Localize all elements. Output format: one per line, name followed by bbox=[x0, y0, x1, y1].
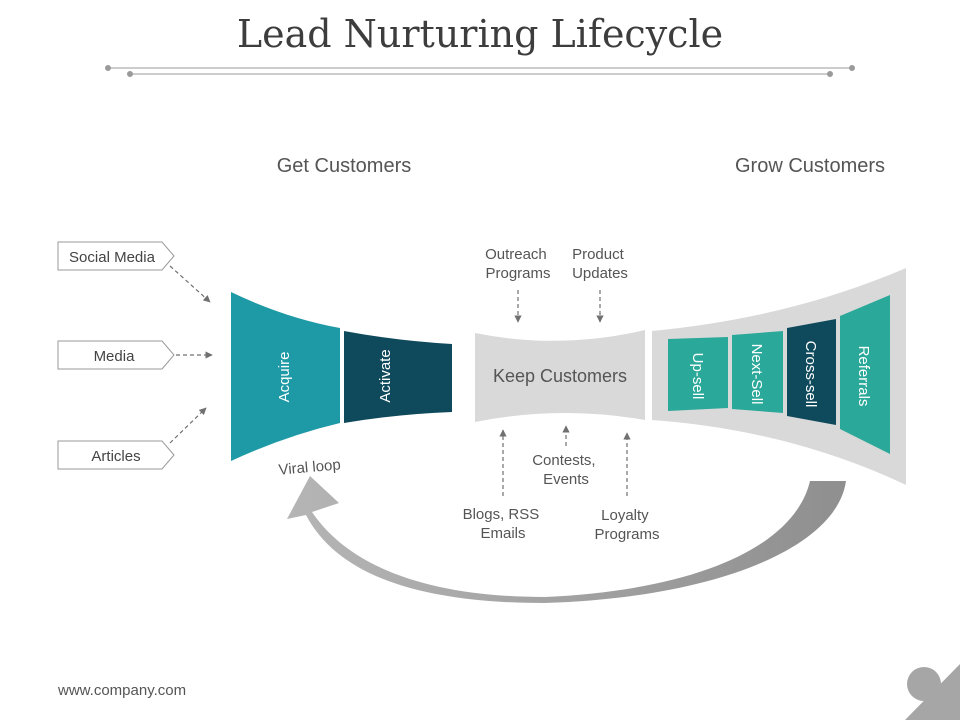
source-arrows bbox=[169, 265, 213, 444]
acquire-label: Acquire bbox=[276, 352, 293, 403]
outreach-programs-label: Outreach Programs bbox=[485, 246, 551, 282]
loyalty-line-2: Programs bbox=[594, 526, 659, 543]
referrals-label: Referrals bbox=[855, 346, 872, 407]
crosssell-label: Cross-sell bbox=[802, 341, 819, 408]
source-label: Articles bbox=[91, 448, 140, 465]
viral-loop-label: Viral loop bbox=[278, 456, 342, 478]
blogs-rss-emails-label: Blogs, RSS Emails bbox=[463, 506, 544, 542]
loyalty-programs-label: Loyalty Programs bbox=[594, 507, 659, 543]
blogs-line-1: Blogs, RSS bbox=[463, 506, 540, 523]
contests-line-2: Events bbox=[543, 471, 589, 488]
footer-url: www.company.com bbox=[58, 682, 187, 699]
source-media: Media bbox=[57, 340, 175, 370]
activate-label: Activate bbox=[377, 349, 394, 402]
arrow-social-media bbox=[169, 265, 211, 303]
upsell-label: Up-sell bbox=[689, 353, 706, 400]
product-updates-line-1: Product bbox=[572, 246, 625, 263]
grow-customers-heading: Grow Customers bbox=[735, 155, 885, 177]
nextsell-segment bbox=[732, 331, 783, 413]
activate-segment bbox=[344, 331, 452, 423]
upsell-segment bbox=[668, 337, 728, 411]
contests-events-label: Contests, Events bbox=[532, 452, 600, 488]
get-customers-heading: Get Customers bbox=[277, 155, 411, 177]
referrals-segment bbox=[840, 295, 890, 454]
arrow-articles bbox=[169, 407, 207, 444]
keep-input-arrows bbox=[499, 290, 631, 496]
crosssell-segment bbox=[787, 319, 836, 425]
viral-loop-arrow bbox=[287, 476, 846, 603]
source-label: Media bbox=[94, 348, 136, 365]
contests-line-1: Contests, bbox=[532, 452, 595, 469]
outreach-line-2: Programs bbox=[485, 265, 550, 282]
acquire-segment bbox=[231, 292, 340, 461]
corner-decoration bbox=[905, 664, 960, 720]
nextsell-label: Next-Sell bbox=[748, 344, 765, 405]
loyalty-line-1: Loyalty bbox=[601, 507, 649, 524]
source-label: Social Media bbox=[69, 249, 156, 266]
product-updates-label: Product Updates bbox=[572, 246, 628, 282]
title-divider bbox=[105, 65, 855, 77]
source-social-media: Social Media bbox=[57, 241, 175, 271]
product-updates-line-2: Updates bbox=[572, 265, 628, 282]
keep-customers-block bbox=[475, 330, 645, 422]
keep-customers-label: Keep Customers bbox=[493, 366, 627, 386]
blogs-line-2: Emails bbox=[480, 525, 525, 542]
page-title: Lead Nurturing Lifecycle bbox=[236, 12, 724, 56]
outreach-line-1: Outreach bbox=[485, 246, 547, 263]
source-articles: Articles bbox=[57, 440, 175, 470]
